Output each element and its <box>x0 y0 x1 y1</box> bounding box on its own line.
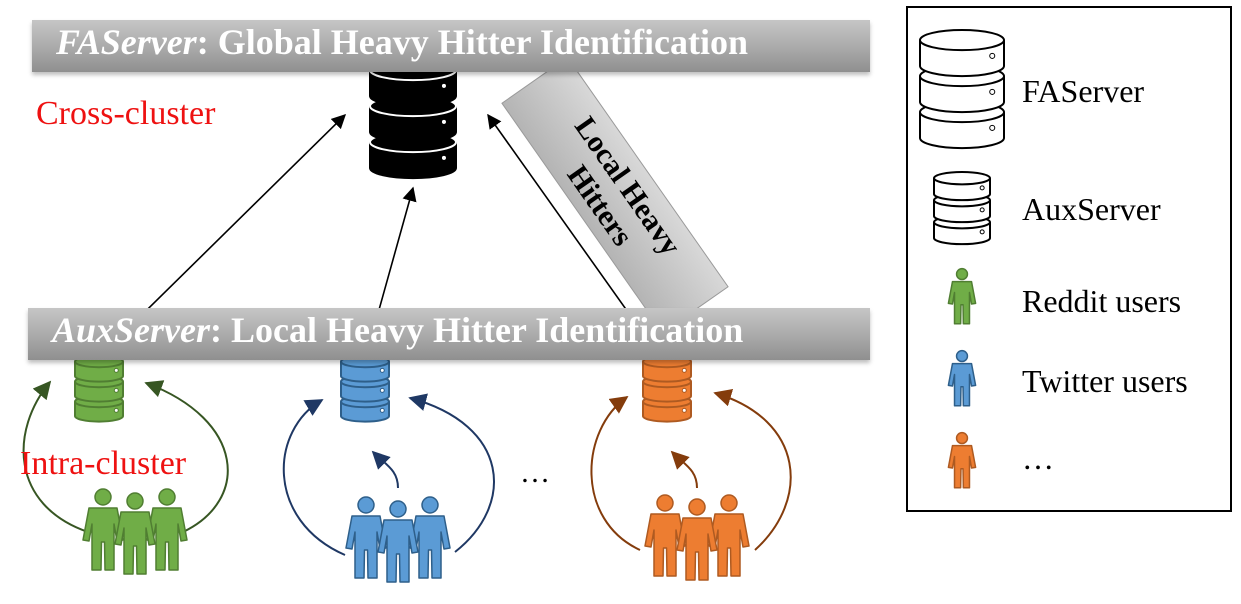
faserver-banner: FAServer: Global Heavy Hitter Identifica… <box>32 20 870 72</box>
orange-curve-right <box>713 389 792 551</box>
blue-curve-right <box>408 393 495 553</box>
faserver-database-icon <box>369 59 457 180</box>
auxserver-banner-text: : Local Heavy Hitter Identification <box>210 310 744 350</box>
auxserver-banner: AuxServer: Local Heavy Hitter Identifica… <box>28 308 870 360</box>
faserver-banner-text: : Global Heavy Hitter Identification <box>196 22 748 62</box>
ellipsis-label: … <box>520 456 550 489</box>
legend-twitter-user-icon <box>947 349 977 407</box>
green-curve-left <box>22 380 89 533</box>
legend-reddit-user-icon <box>947 267 977 325</box>
local-heavy-hitters-band: Local Heavy Hitters <box>501 56 729 334</box>
cross-cluster-label: Cross-cluster <box>36 95 216 132</box>
legend-label-reddit: Reddit users <box>1022 283 1182 319</box>
legend-icons <box>919 29 1005 489</box>
blue-curve-up <box>371 450 399 489</box>
legend-label-auxserver: AuxServer <box>1022 191 1161 227</box>
legend-other-user-icon <box>947 431 977 489</box>
green-auxserver-database-icon <box>74 355 124 423</box>
orange-auxserver-database-icon <box>642 355 692 423</box>
legend: FAServer AuxServer Reddit users Twitter … <box>906 6 1232 512</box>
intra-cluster-label: Intra-cluster <box>20 445 187 482</box>
reddit-users-group-icon <box>82 488 188 575</box>
blue-curve-left <box>282 399 346 556</box>
legend-faserver-icon <box>919 29 1005 150</box>
auxserver-banner-italic: AuxServer <box>52 310 211 350</box>
legend-label-other: … <box>1022 440 1054 476</box>
orange-curve-left <box>590 395 641 551</box>
legend-label-faserver: FAServer <box>1022 73 1145 109</box>
legend-auxserver-icon <box>933 171 991 246</box>
legend-label-twitter: Twitter users <box>1022 363 1188 399</box>
twitter-users-group-icon <box>345 496 451 583</box>
faserver-banner-italic: FAServer <box>56 22 197 62</box>
orange-users-group-icon <box>644 494 750 581</box>
orange-curve-up <box>670 450 698 489</box>
blue-auxserver-database-icon <box>340 355 390 423</box>
green-curve-right <box>144 380 229 533</box>
